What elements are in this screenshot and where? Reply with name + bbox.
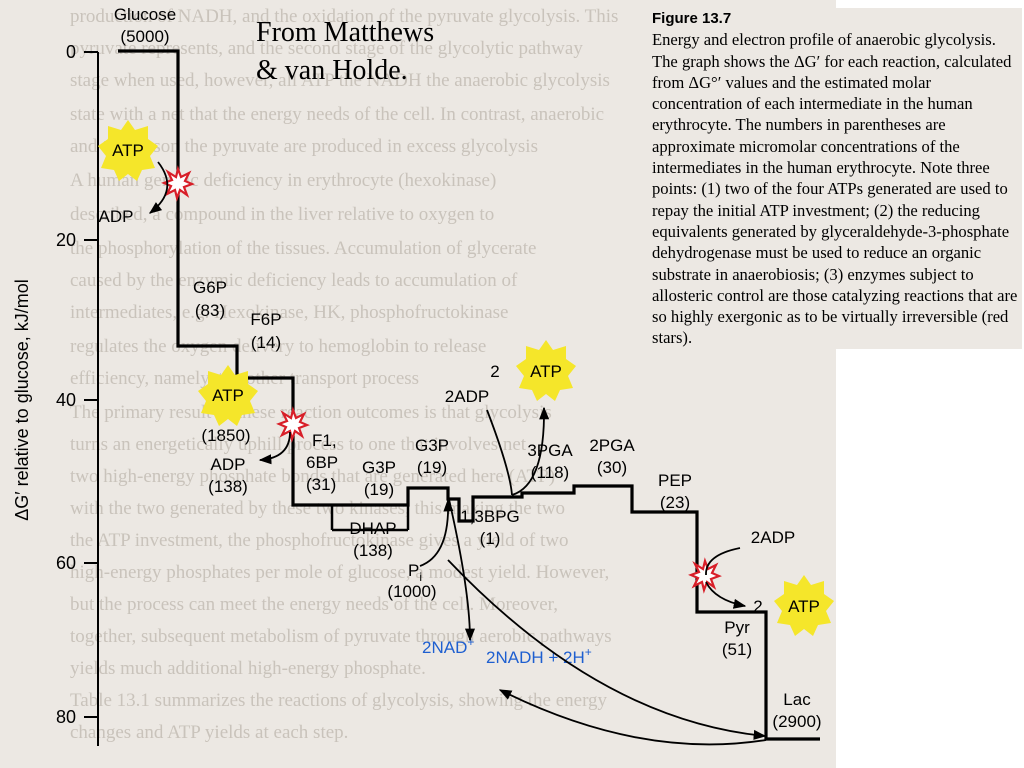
label-lactate-conc: (2900): [772, 712, 821, 731]
allosteric-control-icon: [277, 408, 309, 441]
label-g6p-conc: (83): [195, 301, 225, 320]
atp-label: ATP: [788, 597, 820, 616]
label-pep: PEP: [658, 471, 692, 490]
pi-arrow: [419, 498, 454, 567]
label-glucose: Glucose: [114, 5, 176, 24]
label-f6p: F6P: [250, 310, 281, 329]
label-13bpg-conc: (1): [480, 529, 501, 548]
label-f6p-conc: (14): [251, 333, 281, 352]
atp-to-adp-arrow: [258, 431, 291, 465]
label-pyruvate: Pyr: [724, 618, 750, 637]
nad-label: 2NAD+: [422, 635, 474, 657]
adp-label: 2ADP: [751, 528, 795, 547]
y-tick-label: 40: [56, 390, 76, 410]
pi-conc-label: (1000): [387, 582, 436, 601]
attribution: From Matthews & van Holde.: [256, 14, 434, 90]
label-glucose-conc: (5000): [120, 27, 169, 46]
atp-label: ATP: [530, 362, 562, 381]
figure-caption: Figure 13.7 Energy and electron profile …: [652, 8, 1022, 349]
label-g3p-conc: (19): [417, 458, 447, 477]
adp-to-atp-arrow: [511, 406, 550, 496]
label-g3p: G3P: [415, 436, 449, 455]
y-tick-label: 20: [56, 230, 76, 250]
y-tick-label: 60: [56, 553, 76, 573]
label-2pga: 2PGA: [589, 436, 635, 455]
label-3pga: 3PGA: [527, 441, 573, 460]
label-f16bp: F1,: [312, 431, 337, 450]
atp-coefficient: 2: [490, 362, 499, 381]
adp-label: ADP: [211, 455, 246, 474]
adp-to-atp-arrow: [486, 409, 513, 496]
adp-conc-label: (138): [208, 477, 248, 496]
label-dhap-conc: (138): [353, 541, 393, 560]
y-tick-label: 80: [56, 707, 76, 727]
label-g3p-conc: (19): [364, 480, 394, 499]
pi-label: Pi: [408, 561, 422, 584]
label-2pga-conc: (30): [597, 458, 627, 477]
label-g6p: G6P: [193, 278, 227, 297]
adp-label: 2ADP: [445, 387, 489, 406]
caption-title: Figure 13.7: [652, 10, 732, 27]
allosteric-control-icon: [162, 167, 194, 200]
attribution-line: From Matthews: [256, 17, 435, 48]
atp-label: ATP: [212, 386, 244, 405]
adp-to-atp-arrow: [705, 581, 747, 609]
label-pyruvate-conc: (51): [722, 640, 752, 659]
atp-to-adp-arrow: [149, 161, 169, 214]
label-f16bp-2: 6BP: [306, 453, 338, 472]
label-pep-conc: (23): [660, 493, 690, 512]
nadh-to-lactate-arrow: [498, 689, 767, 746]
caption-text: Energy and electron profile of anaerobic…: [652, 30, 1018, 348]
y-axis-title: ΔG′ relative to glucose, kJ/mol: [12, 279, 32, 521]
attribution-line: & van Holde.: [256, 55, 408, 86]
allosteric-control-icon: [689, 559, 721, 592]
adp-label: ADP: [99, 207, 134, 226]
nadh-regeneration-arrow: [447, 559, 767, 740]
label-g3p: G3P: [362, 458, 396, 477]
nadh-label: 2NADH + 2H+: [486, 645, 592, 667]
atp-coefficient: 2: [753, 597, 762, 616]
nad-reduction-arrow: [447, 494, 476, 642]
label-dhap: DHAP: [349, 519, 396, 538]
adp-to-atp-arrow: [705, 547, 741, 576]
label-3pga-conc: (118): [531, 463, 569, 482]
y-tick-label: 0: [66, 42, 76, 62]
label-lactate: Lac: [783, 690, 811, 709]
atp-conc-label: (1850): [201, 426, 250, 445]
atp-label: ATP: [112, 141, 144, 160]
label-f16bp-conc: (31): [306, 475, 336, 494]
energy-profile-diagram: 0 20 40 60 80 ΔG′ relative to glucose, k…: [12, 5, 834, 746]
label-13bpg: 1,3BPG: [460, 507, 520, 526]
